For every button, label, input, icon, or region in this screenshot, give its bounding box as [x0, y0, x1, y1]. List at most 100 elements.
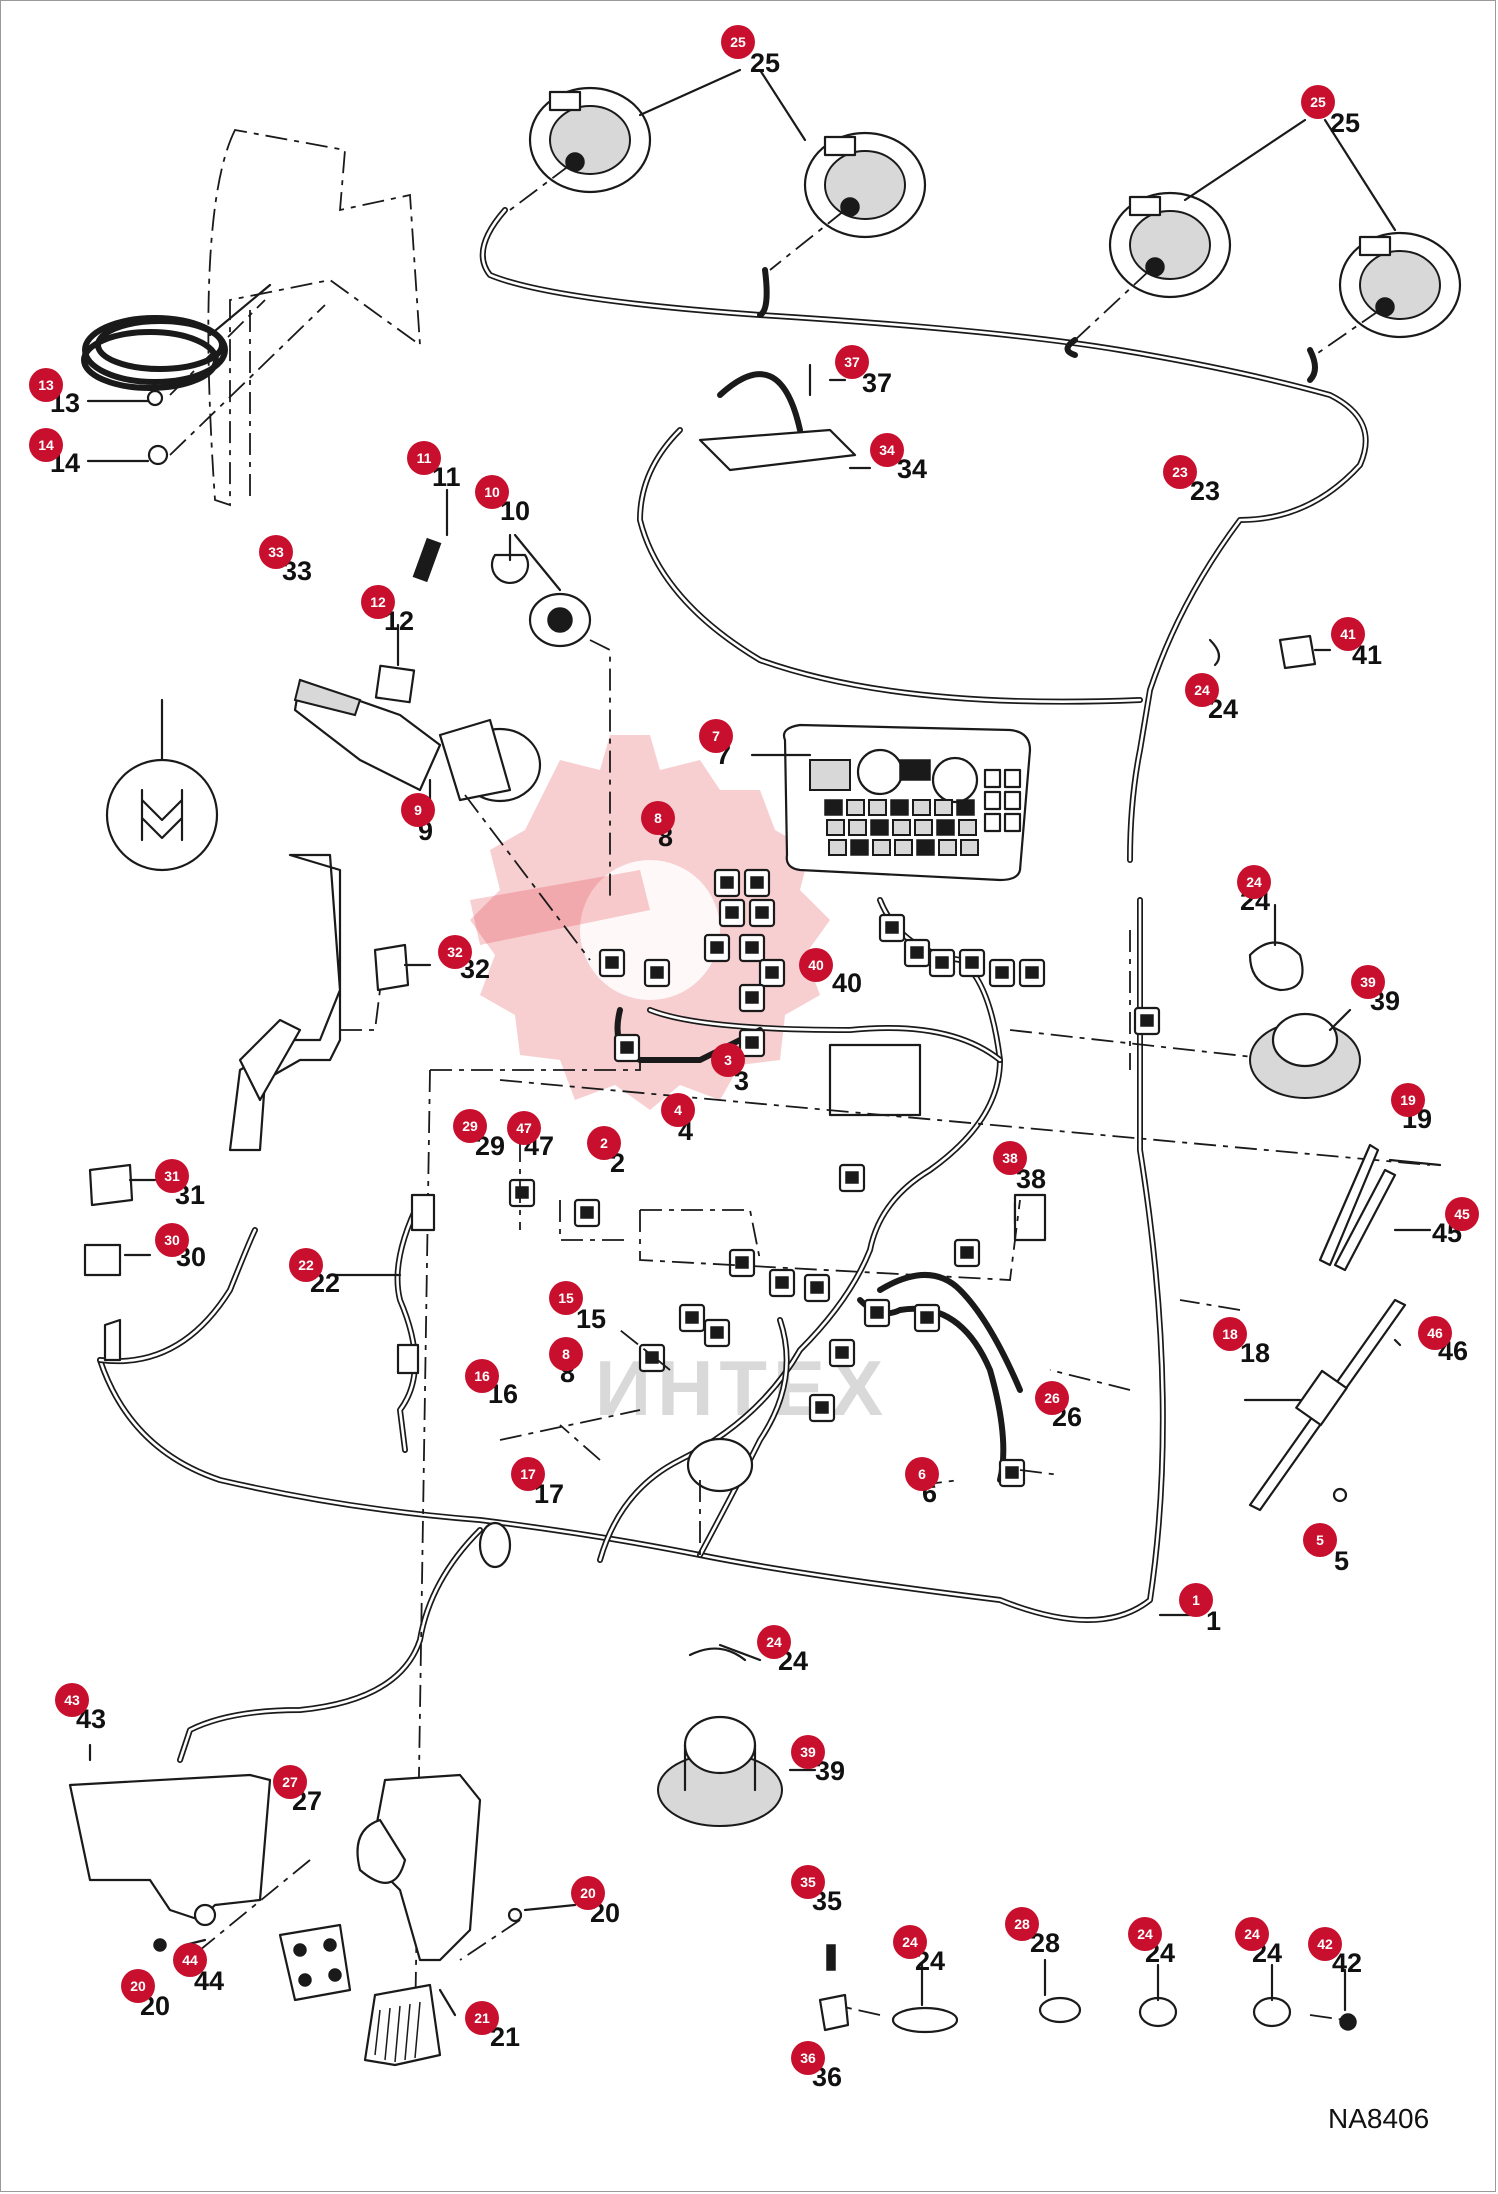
callout-badge: [1308, 1927, 1342, 1961]
callout-badge: [799, 948, 833, 982]
callout-badge: [465, 2001, 499, 2035]
callout-badge: [29, 368, 63, 402]
callout-badge: [361, 585, 395, 619]
shield-43: [68, 1743, 272, 1952]
cable-coil-33: [81, 283, 272, 872]
dome-light-34: [698, 363, 872, 472]
callout-badge-number: 34: [879, 442, 895, 458]
callout-7: 77: [699, 719, 733, 770]
instrument-panel-7: [750, 723, 1032, 882]
callout-badge: [475, 475, 509, 509]
callout-badge-number: 11: [417, 450, 432, 466]
callout-badge-number: 14: [38, 437, 54, 453]
callout-badge-number: 28: [1014, 1916, 1030, 1932]
callout-badge-number: 17: [520, 1466, 536, 1482]
callout-5: 55: [1303, 1523, 1349, 1576]
callout-badge: [1128, 1917, 1162, 1951]
light-harness-23: [479, 207, 1369, 863]
callout-badge-number: 6: [918, 1466, 926, 1482]
callout-badge: [587, 1126, 621, 1160]
callout-badge-number: 1: [1192, 1592, 1200, 1608]
callout-badge-number: 25: [730, 34, 746, 50]
callout-badge: [1005, 1907, 1039, 1941]
callout-badge-number: 9: [414, 802, 422, 818]
callout-badge: [721, 25, 755, 59]
callout-badge-number: 5: [1316, 1532, 1324, 1548]
multifunction-switch-9: [293, 678, 591, 961]
callout-badge-number: 43: [64, 1692, 80, 1708]
callout-3: 33: [711, 1043, 749, 1096]
callout-badge: [699, 719, 733, 753]
callout-badge-number: 3: [724, 1052, 732, 1068]
callout-badge: [791, 2041, 825, 2075]
callout-badge: [259, 535, 293, 569]
callout-badge: [55, 1683, 89, 1717]
callout-badge-number: 35: [800, 1874, 816, 1890]
callout-badge-number: 22: [298, 1257, 314, 1273]
callout-badge: [438, 935, 472, 969]
callout-badge-number: 10: [484, 484, 500, 500]
callout-1: 11: [1179, 1583, 1221, 1636]
callout-badge-number: 19: [1400, 1092, 1416, 1108]
callout-8: 88: [641, 801, 675, 852]
callout-badge: [1331, 617, 1365, 651]
key-switch-10-11-12: [374, 488, 611, 900]
callout-badge-number: 13: [38, 377, 54, 393]
callout-badge-number: 20: [580, 1885, 596, 1901]
callout-badge: [757, 1625, 791, 1659]
callout-badge: [571, 1876, 605, 1910]
callout-badge-number: 31: [164, 1168, 180, 1184]
callout-badge: [173, 1943, 207, 1977]
callout-badge-number: 23: [1172, 464, 1188, 480]
callout-badge-number: 8: [562, 1346, 570, 1362]
brackets-45-46: [1243, 1143, 1442, 1512]
callout-8: 88: [549, 1337, 583, 1388]
callout-badge-number: 42: [1317, 1936, 1333, 1952]
callout-badge: [1351, 965, 1385, 999]
figure-reference: NA8406: [1328, 2103, 1429, 2134]
bracket-32: [228, 853, 432, 1152]
callout-badge: [407, 441, 441, 475]
callout-badge: [893, 1925, 927, 1959]
callout-label: 40: [832, 968, 862, 998]
callout-badge: [289, 1248, 323, 1282]
callout-badge: [1179, 1583, 1213, 1617]
callout-badge: [155, 1223, 189, 1257]
callout-badge-number: 40: [808, 957, 824, 973]
callout-badge-number: 7: [712, 728, 720, 744]
callout-badge-number: 39: [800, 1744, 816, 1760]
callout-badge: [1185, 673, 1219, 707]
callout-badge: [549, 1281, 583, 1315]
callout-badge: [511, 1457, 545, 1491]
callout-label: 23: [1190, 476, 1220, 506]
callout-9: 99: [401, 793, 435, 846]
callout-badge-number: 2: [600, 1135, 608, 1151]
callout-badge: [121, 1969, 155, 2003]
callout-badge: [1391, 1083, 1425, 1117]
callout-badge-number: 24: [1246, 874, 1262, 890]
relays-22-30-31: [83, 1163, 436, 1453]
harness-connectors: [508, 868, 1161, 1488]
callout-badge-number: 24: [1244, 1926, 1260, 1942]
